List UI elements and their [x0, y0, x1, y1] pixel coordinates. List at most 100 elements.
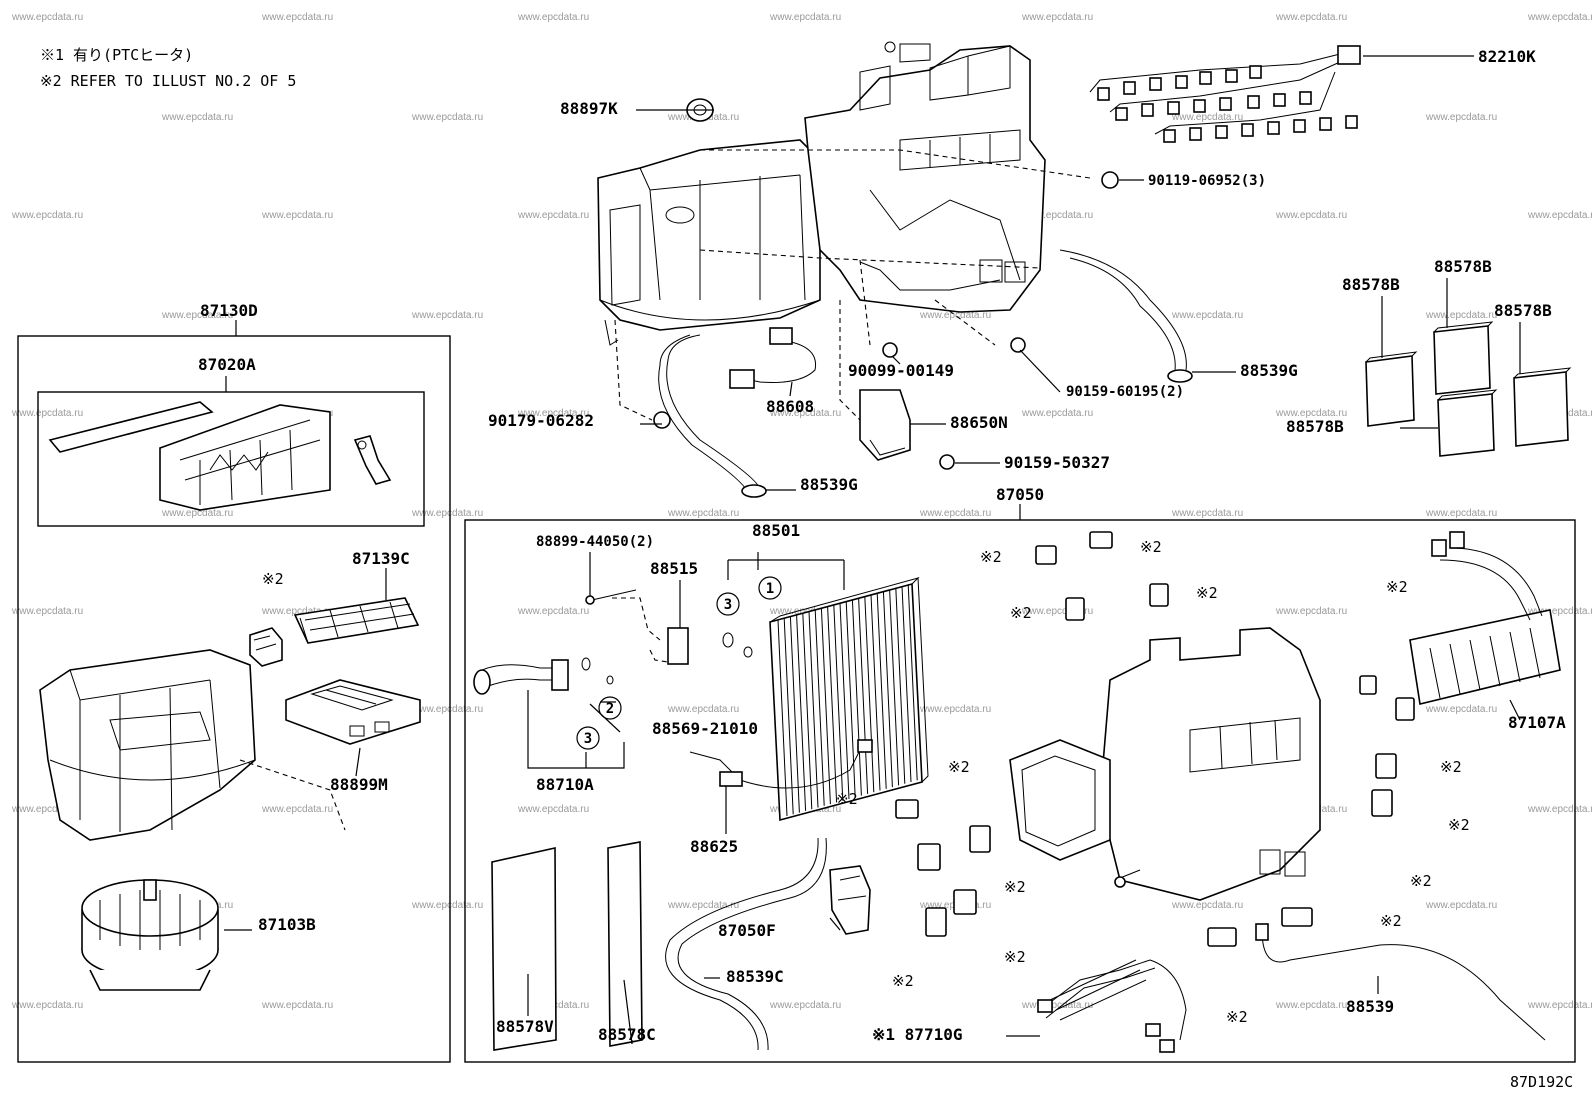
watermark: www.epcdata.ru — [1021, 210, 1093, 221]
ref-mark-2: ※2 — [948, 758, 970, 776]
watermark: www.epcdata.ru — [667, 900, 739, 911]
watermark: www.epcdata.ru — [411, 112, 483, 123]
watermark: www.epcdata.ru — [517, 606, 589, 617]
part-label-90099-00149: 90099-00149 — [848, 361, 954, 380]
watermark: www.epcdata.ru — [161, 112, 233, 123]
evaporator-fin — [907, 584, 918, 781]
ref-mark-2: ※2 — [892, 972, 914, 990]
part-label-88578b-2: 88578B — [1342, 275, 1400, 294]
harness-connector — [1215, 125, 1228, 139]
ref-mark-2: ※2 — [1380, 912, 1402, 930]
connector-part — [1207, 927, 1237, 947]
circle-number: 3 — [724, 597, 732, 613]
harness-connector — [1225, 69, 1238, 83]
watermark: www.epcdata.ru — [919, 310, 991, 321]
connector-part — [895, 799, 919, 819]
leader-line — [1019, 349, 1061, 393]
watermark: www.epcdata.ru — [11, 210, 83, 221]
part-label-87050: 87050 — [996, 485, 1044, 504]
watermark: www.epcdata.ru — [11, 408, 83, 419]
watermark: www.epcdata.ru — [919, 508, 991, 519]
harness-connector — [1293, 119, 1306, 133]
part-label-90159-60195: 90159-60195(2) — [1066, 384, 1184, 400]
watermark: www.epcdata.ru — [1527, 210, 1592, 221]
watermark: www.epcdata.ru — [261, 1000, 333, 1011]
watermark: www.epcdata.ru — [1275, 1000, 1347, 1011]
harness-connector — [1219, 97, 1232, 111]
watermark: www.epcdata.ru — [1171, 508, 1243, 519]
frame-87020a — [37, 391, 425, 527]
leader-line — [1509, 699, 1521, 721]
watermark: www.epcdata.ru — [769, 408, 841, 419]
harness-connector — [1141, 103, 1154, 117]
illustration-code: 87D192C — [1510, 1073, 1573, 1091]
part-label-90159-50327: 90159-50327 — [1004, 453, 1110, 472]
watermark: www.epcdata.ru — [517, 408, 589, 419]
part-label-88539: 88539 — [1346, 997, 1394, 1016]
watermark: www.epcdata.ru — [11, 1000, 83, 1011]
watermark: www.epcdata.ru — [769, 1000, 841, 1011]
watermark: www.epcdata.ru — [1527, 12, 1592, 23]
watermark: www.epcdata.ru — [1275, 12, 1347, 23]
evaporator-fin — [901, 585, 912, 783]
connector-part — [953, 889, 977, 915]
watermark: www.epcdata.ru — [517, 210, 589, 221]
part-label-82210k: 82210K — [1478, 47, 1536, 66]
circle-number: 2 — [606, 701, 614, 717]
part-label-88578b-1: 88578B — [1434, 257, 1492, 276]
watermark: www.epcdata.ru — [517, 12, 589, 23]
connector-part — [969, 825, 991, 853]
part-label-88897k: 88897K — [560, 99, 618, 118]
leader-line — [527, 690, 625, 769]
evaporator-fin — [895, 587, 906, 784]
circle-number: 1 — [766, 581, 774, 597]
ref-mark-2: ※2 — [980, 548, 1002, 566]
part-label-88515: 88515 — [650, 559, 698, 578]
watermark: www.epcdata.ru — [261, 210, 333, 221]
connector-part — [1359, 675, 1377, 695]
watermark: www.epcdata.ru — [11, 804, 83, 815]
watermark: www.epcdata.ru — [1527, 804, 1592, 815]
part-label-88625: 88625 — [690, 837, 738, 856]
evaporator-fin — [889, 589, 900, 786]
part-label-88578v: 88578V — [496, 1017, 554, 1036]
harness-connector — [1247, 95, 1260, 109]
evaporator-fin — [789, 616, 800, 813]
ref-mark-2: ※2 — [1386, 578, 1408, 596]
evaporator-fin — [876, 592, 887, 789]
watermark: www.epcdata.ru — [1021, 12, 1093, 23]
ref-mark-2: ※2 — [1010, 604, 1032, 622]
harness-connector — [1199, 71, 1212, 85]
harness-connector — [1241, 123, 1254, 137]
part-label-88899-44050: 88899-44050(2) — [536, 534, 654, 550]
evaporator-fin — [882, 591, 893, 788]
leader-line — [727, 552, 845, 590]
part-label-87710g: ※1 87710G — [872, 1025, 962, 1044]
harness-connector — [1167, 101, 1180, 115]
leader-line — [355, 747, 361, 777]
watermark: www.epcdata.ru — [411, 508, 483, 519]
ref-mark-2: ※2 — [1004, 878, 1026, 896]
harness-connector — [1319, 117, 1332, 131]
harness-connector — [1175, 75, 1188, 89]
leader-line — [829, 917, 841, 931]
watermark: www.epcdata.ru — [1527, 1000, 1592, 1011]
part-label-87130d: 87130D — [200, 301, 258, 320]
watermark: www.epcdata.ru — [11, 606, 83, 617]
circle-number: 3 — [584, 731, 592, 747]
harness-connector — [1273, 93, 1286, 107]
part-label-88539g-2: 88539G — [800, 475, 858, 494]
leader-line — [789, 381, 793, 397]
circle-number-ring — [598, 696, 622, 720]
watermark: www.epcdata.ru — [411, 900, 483, 911]
part-label-88501: 88501 — [752, 521, 800, 540]
wire-harness-82210k — [1089, 45, 1361, 143]
part-label-88539g-1: 88539G — [1240, 361, 1298, 380]
harness-connector — [1345, 115, 1358, 129]
watermark: www.epcdata.ru — [1171, 900, 1243, 911]
part-label-90179-06282: 90179-06282 — [488, 411, 594, 430]
connector-part — [1395, 697, 1415, 721]
circle-number-ring — [758, 576, 782, 600]
ref-mark-2: ※2 — [262, 570, 284, 588]
